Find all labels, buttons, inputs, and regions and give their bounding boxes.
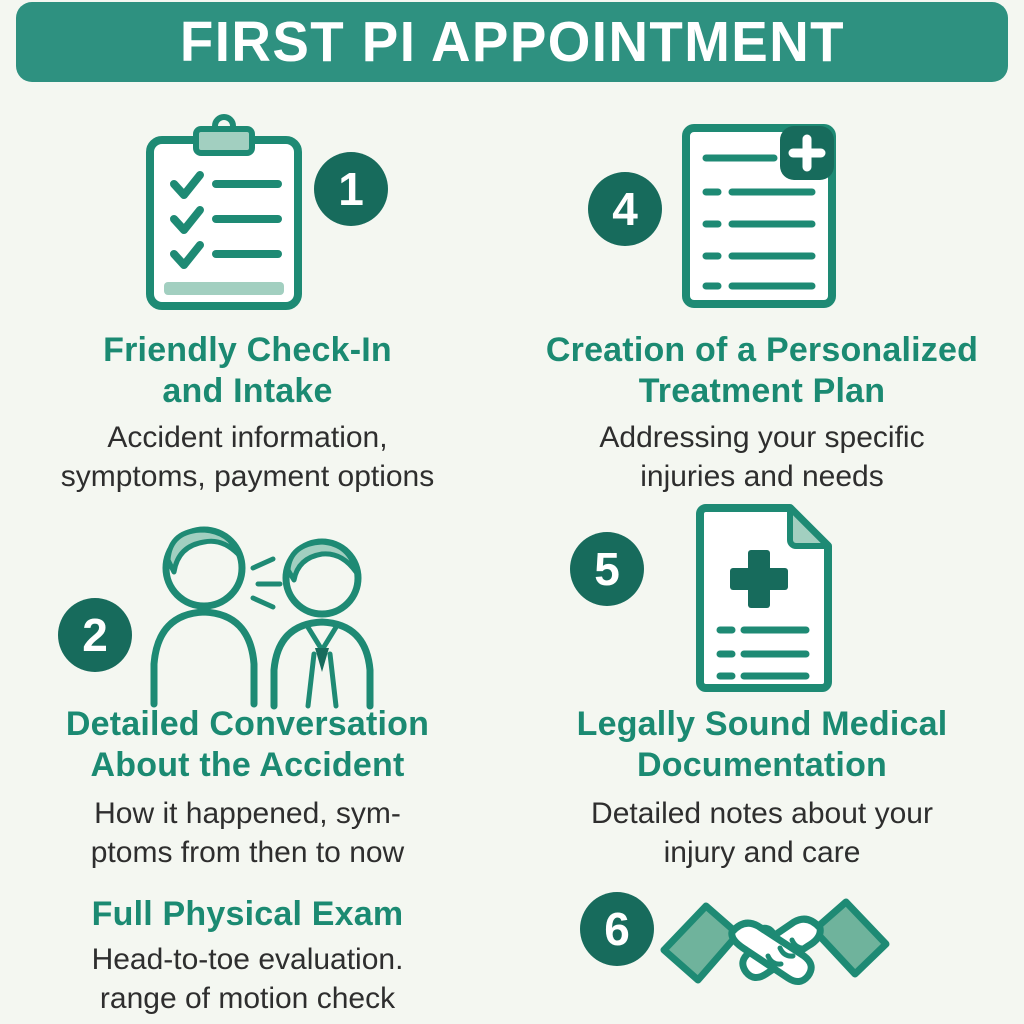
page-title: FIRST PI APPOINTMENT: [179, 10, 845, 74]
clipboard-checklist-icon: [138, 112, 310, 314]
step-5-title: Legally Sound Medical Documentation: [576, 705, 948, 785]
header-banner: FIRST PI APPOINTMENT: [16, 2, 1008, 82]
medical-record-document-icon: [686, 498, 842, 696]
step-1-number: 1: [338, 163, 364, 215]
step-4-subtitle: Addressing your specific injuries and ne…: [599, 421, 925, 493]
handshake-icon: [656, 870, 894, 1024]
conversation-icon: [108, 492, 394, 710]
step-3-title: Full Physical Exam: [91, 895, 404, 933]
step-6-badge: 6: [580, 892, 654, 966]
step-2-subtitle: How it happened, sym- ptoms from then to…: [90, 797, 405, 869]
step-2-number: 2: [82, 609, 108, 661]
step-5-subtitle: Detailed notes about your injury and car…: [591, 797, 933, 869]
step-2-badge: 2: [58, 598, 132, 672]
step-4-number: 4: [612, 183, 638, 235]
step-3-subtitle: Head-to-toe evaluation. range of motion …: [91, 943, 404, 1015]
step-1-title: Friendly Check-In and Intake: [103, 331, 392, 411]
step-6-number: 6: [604, 903, 630, 955]
step-4-badge: 4: [588, 172, 662, 246]
step-1-badge: 1: [314, 152, 388, 226]
step-1-subtitle: Accident information, symptoms, payment …: [60, 421, 435, 493]
step-4-title: Creation of a Personalized Treatment Pla…: [545, 331, 979, 411]
treatment-plan-document-icon: [676, 118, 842, 314]
step-5-badge: 5: [570, 532, 644, 606]
step-5-number: 5: [594, 543, 620, 595]
step-2-title: Detailed Conversation About the Accident: [65, 705, 430, 785]
